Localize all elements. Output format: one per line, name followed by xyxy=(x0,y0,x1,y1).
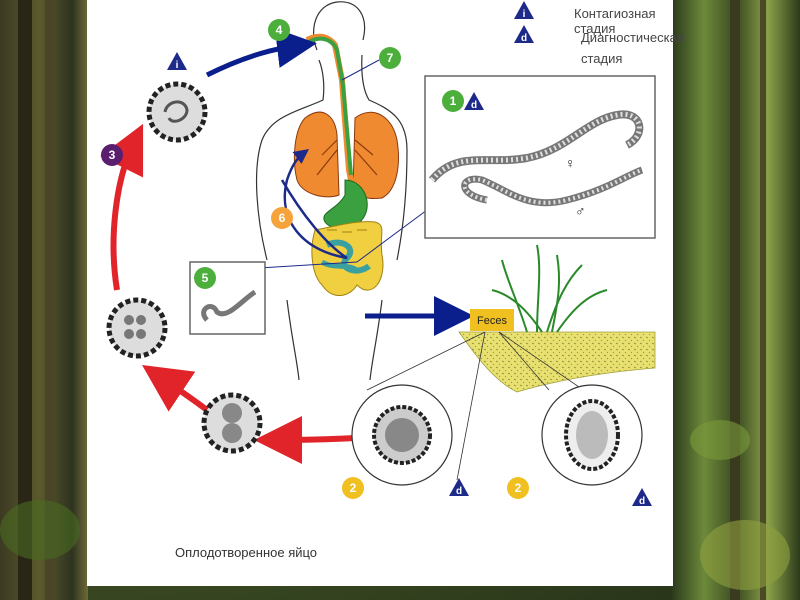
svg-text:d: d xyxy=(521,33,527,44)
step-5-badge: 5 xyxy=(194,267,216,289)
svg-text:2: 2 xyxy=(350,481,357,495)
fertilized-egg-caption: Оплодотворенное яйцо xyxy=(175,545,318,560)
svg-text:5: 5 xyxy=(202,271,209,285)
legend-diagnostic-label-line2: стадия xyxy=(581,51,623,66)
legend-diagnostic-label-line1: Диагностическая xyxy=(581,30,684,45)
svg-text:3: 3 xyxy=(109,148,116,162)
diagram-slide: Feces xyxy=(87,0,684,586)
soil-and-grass: Feces xyxy=(458,244,656,393)
female-symbol: ♀ xyxy=(565,155,576,171)
fertilized-egg-circle xyxy=(541,384,643,486)
ingestion-arrow xyxy=(205,28,317,78)
intestines xyxy=(311,221,384,296)
pointer-lines xyxy=(258,59,428,269)
step-4-badge: 4 xyxy=(268,19,290,41)
svg-text:d: d xyxy=(639,496,645,507)
step-1-badge: 1 xyxy=(442,90,464,112)
svg-text:i: i xyxy=(523,9,526,20)
svg-text:4: 4 xyxy=(276,23,283,37)
svg-text:1: 1 xyxy=(450,94,457,108)
svg-text:2: 2 xyxy=(515,481,522,495)
unfertilized-egg-circle xyxy=(351,384,453,486)
ascaris-lifecycle-diagram: Feces xyxy=(100,1,656,507)
step-2a-badge: 2 xyxy=(342,477,364,499)
legend-infective-label: Контагиозная стадия xyxy=(574,6,656,36)
human-body-outline xyxy=(255,1,408,381)
legend-infective-triangle: i xyxy=(514,1,534,20)
multicell-egg xyxy=(106,297,168,359)
two-cell-egg xyxy=(201,392,263,454)
step-3-badge: 3 xyxy=(101,144,123,166)
infective-stage-badge-egg: i xyxy=(167,52,187,71)
legend-diagnostic-triangle: d xyxy=(514,25,534,44)
egg-development-arrows xyxy=(100,123,356,464)
svg-text:d: d xyxy=(471,100,477,111)
svg-text:d: d xyxy=(456,486,462,497)
step-2b-badge: 2 xyxy=(507,477,529,499)
diagnostic-stage-badge-egg-b: d xyxy=(632,488,652,507)
step-7-badge: 7 xyxy=(379,47,401,69)
diagnostic-stage-badge-egg-a: d xyxy=(449,478,469,497)
infective-egg xyxy=(146,81,208,143)
step-6-badge: 6 xyxy=(271,207,293,229)
svg-text:6: 6 xyxy=(279,211,286,225)
svg-text:i: i xyxy=(176,60,179,71)
diagnostic-stage-badge-adults: d xyxy=(464,92,484,111)
svg-text:7: 7 xyxy=(387,51,394,65)
feces-label: Feces xyxy=(477,315,507,327)
male-symbol: ♂ xyxy=(575,203,586,219)
migration-arrows xyxy=(280,148,348,260)
